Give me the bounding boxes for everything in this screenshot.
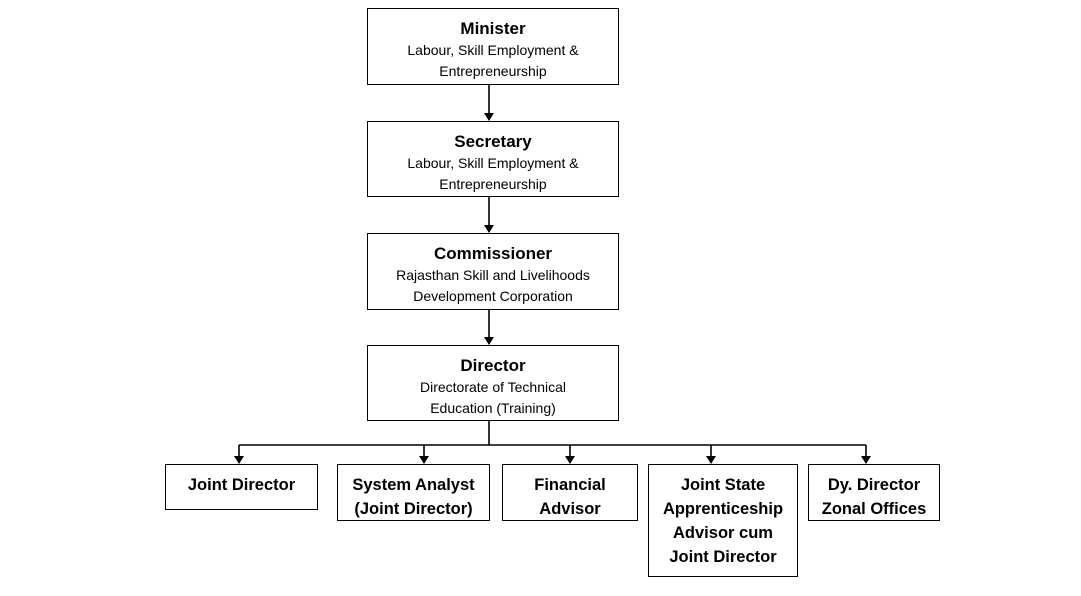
system-analyst-line2: (Joint Director)	[354, 500, 473, 518]
apprenticeship-advisor-line2: Apprenticeship	[662, 500, 784, 518]
commissioner-box: Commissioner Rajasthan Skill and Livelih…	[367, 233, 619, 310]
director-title: Director	[460, 356, 526, 375]
secretary-dept-line2: Entrepreneurship	[439, 176, 547, 192]
financial-advisor-line1: Financial	[534, 476, 606, 494]
apprenticeship-advisor-line1: Joint State	[680, 476, 766, 494]
minister-dept-line1: Labour, Skill Employment &	[407, 42, 579, 58]
dy-director-line2: Zonal Offices	[821, 500, 927, 518]
secretary-dept-line1: Labour, Skill Employment &	[407, 155, 579, 171]
director-box: Director Directorate of Technical Educat…	[367, 345, 619, 421]
financial-advisor-line2: Advisor	[539, 500, 601, 518]
apprenticeship-advisor-line3: Advisor cum	[673, 524, 773, 542]
minister-dept-line2: Entrepreneurship	[439, 63, 547, 79]
dy-director-line1: Dy. Director	[827, 476, 921, 494]
secretary-box: Secretary Labour, Skill Employment & Ent…	[367, 121, 619, 197]
system-analyst-box: System Analyst (Joint Director)	[337, 464, 490, 521]
commissioner-org-line1: Rajasthan Skill and Livelihoods	[396, 267, 590, 283]
director-org-line1: Directorate of Technical	[419, 379, 567, 395]
commissioner-org-line2: Development Corporation	[413, 288, 573, 304]
system-analyst-line1: System Analyst	[352, 476, 475, 494]
commissioner-title: Commissioner	[433, 244, 553, 263]
joint-director-label: Joint Director	[187, 476, 296, 494]
secretary-title: Secretary	[454, 132, 532, 151]
dy-director-box: Dy. Director Zonal Offices	[808, 464, 940, 521]
director-org-line2: Education (Training)	[430, 400, 556, 416]
apprenticeship-advisor-box: Joint State Apprenticeship Advisor cum J…	[648, 464, 798, 577]
minister-title: Minister	[460, 19, 526, 38]
financial-advisor-box: Financial Advisor	[502, 464, 638, 521]
minister-box: Minister Labour, Skill Employment & Entr…	[367, 8, 619, 85]
apprenticeship-advisor-line4: Joint Director	[669, 548, 777, 566]
joint-director-box: Joint Director	[165, 464, 318, 510]
